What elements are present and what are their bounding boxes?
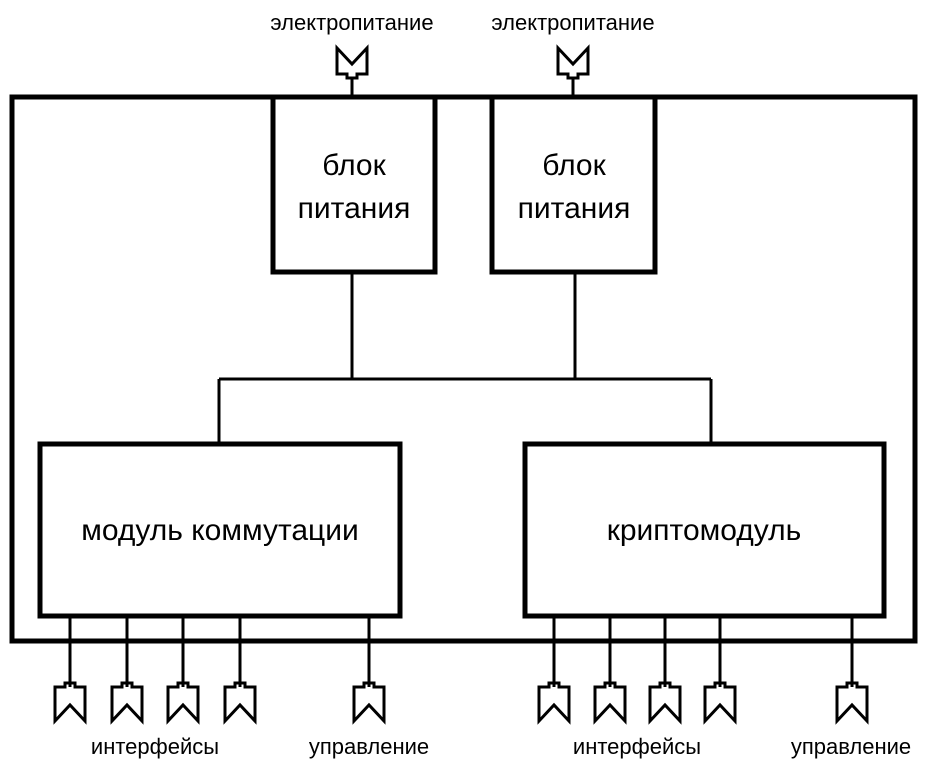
connector-icon (593, 681, 627, 725)
connector-icon (53, 681, 87, 725)
left-control-label: управление (309, 734, 429, 759)
switch-module-label: модуль коммутации (81, 514, 359, 547)
connector-icon (352, 681, 386, 725)
power-connector-2-icon (556, 44, 590, 97)
crypto-module-label: криптомодуль (607, 514, 802, 547)
connector-icon (223, 681, 257, 725)
power-supply-block-1 (270, 94, 438, 275)
power-supply-1-label-line2: питания (298, 192, 411, 225)
connector-icon (648, 681, 682, 725)
switch-module-connectors (53, 616, 386, 725)
connector-icon (110, 681, 144, 725)
connector-icon (835, 681, 869, 725)
crypto-module-connectors (537, 616, 869, 725)
power-input-label-1: электропитание (270, 10, 433, 35)
power-supply-1-label-line1: блок (322, 149, 386, 182)
crypto-module-block (522, 441, 887, 619)
power-input-label-2: электропитание (491, 10, 654, 35)
connector-icon (166, 681, 200, 725)
connector-icon (703, 681, 737, 725)
connector-icon (537, 681, 571, 725)
power-bus (217, 272, 713, 444)
left-interfaces-label: интерфейсы (91, 734, 219, 759)
power-supply-2-label-line2: питания (518, 192, 631, 225)
right-control-label: управление (791, 734, 911, 759)
device-enclosure (9, 94, 918, 644)
power-supply-2-label-line1: блок (542, 149, 606, 182)
right-interfaces-label: интерфейсы (573, 734, 701, 759)
power-supply-block-2 (489, 94, 658, 275)
power-connector-1-icon (335, 44, 369, 97)
switch-module-block (37, 441, 403, 619)
